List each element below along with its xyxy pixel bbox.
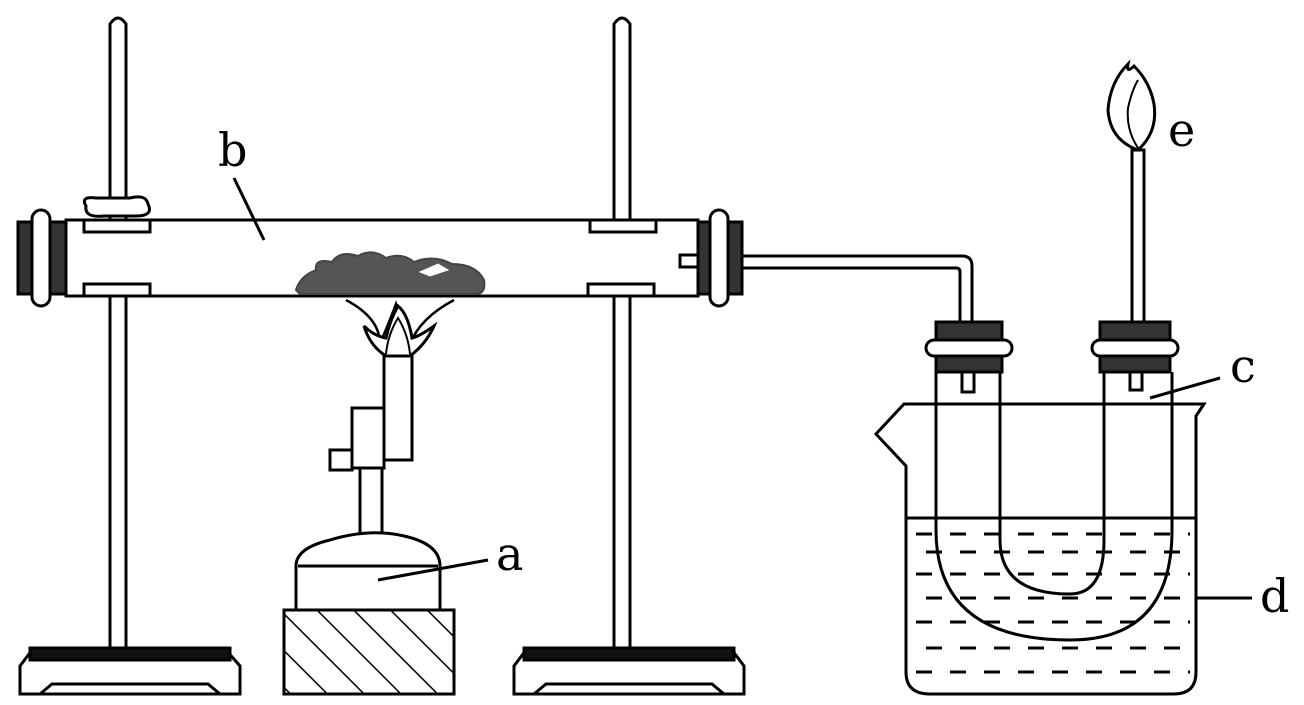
left-stand-base-foot [39, 682, 221, 696]
burner-air-knob [328, 448, 354, 472]
beaker [873, 402, 1207, 696]
tube-outlet-nub [678, 253, 700, 269]
burner-stem [358, 466, 384, 540]
jet-flame-assembly [1106, 59, 1157, 324]
leader-a [377, 558, 489, 582]
u-tube-left-ring [924, 338, 1014, 358]
tube-clamp-right-top [588, 218, 658, 234]
burner-flame-core [385, 316, 411, 355]
right-iron-stand [512, 16, 746, 696]
tube-clamp-left-top [82, 218, 152, 234]
leader-c [1149, 376, 1221, 400]
support-block-outline [282, 608, 456, 696]
label-d: d [1260, 569, 1289, 623]
jet-tube [1130, 148, 1146, 324]
burner-collar [350, 406, 386, 470]
left-clamp-screw [82, 195, 151, 218]
combustion-tube [16, 208, 744, 308]
leader-b [232, 177, 266, 241]
burner-flame-outer [345, 298, 455, 348]
label-c: c [1230, 339, 1256, 393]
jet-flame-inner [1126, 79, 1139, 149]
left-stand-rod [108, 16, 128, 654]
right-stand-base-foot [533, 682, 725, 696]
solid-sample-highlight [418, 263, 450, 277]
burner-flame [362, 303, 438, 358]
label-e: e [1168, 103, 1195, 157]
jet-flame [1106, 59, 1157, 152]
u-tube-left-stopper-bottom [934, 354, 1004, 374]
u-tube-outer [934, 372, 1174, 642]
tube-clamp-left-bottom [82, 282, 152, 298]
right-stand-base-top [522, 646, 736, 662]
u-tube-inner [998, 372, 1106, 596]
label-b: b [218, 123, 247, 177]
support-block [282, 608, 456, 696]
right-stand-rod [612, 16, 632, 654]
left-stand-base-top [28, 646, 232, 662]
u-tube-right-tube-stub [1128, 370, 1144, 392]
delivery-tube [742, 254, 974, 330]
water-dashes [916, 532, 1190, 674]
right-stopper-ring [708, 208, 730, 308]
beaker-body [873, 402, 1207, 696]
delivery-tube-inner [742, 266, 962, 330]
left-stopper-ring [30, 208, 52, 308]
burner-body [294, 531, 442, 612]
delivery-tube-outer [742, 254, 974, 330]
burner [282, 298, 456, 696]
u-tube-right-ring [1090, 338, 1180, 358]
label-a: a [496, 527, 523, 581]
burner-chimney [382, 354, 414, 462]
left-iron-stand [18, 16, 242, 696]
u-tube-right-stopper-bottom [1098, 354, 1172, 374]
u-tube-left-tube-stub [960, 370, 976, 394]
leader-lines [232, 177, 1252, 600]
u-tube [924, 320, 1180, 642]
solid-sample [294, 251, 486, 295]
tube-clamp-right-bottom [586, 282, 656, 298]
